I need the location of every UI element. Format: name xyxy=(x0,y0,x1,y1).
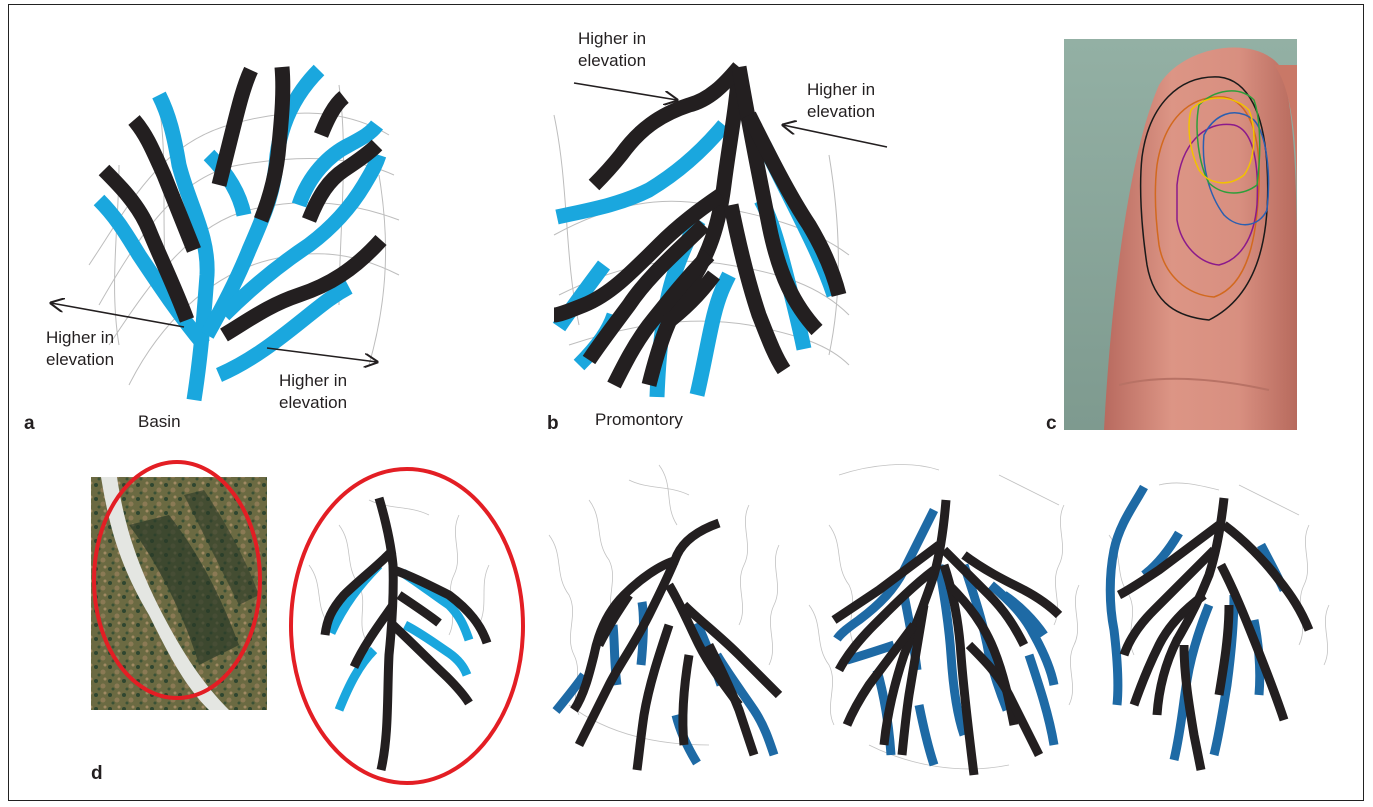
panel-d-traced-network-1 xyxy=(291,469,523,783)
figure-frame: Higher in elevation Higher in elevation … xyxy=(8,4,1364,801)
panel-b-left-arrow xyxy=(574,83,677,100)
panel-a-right-arrow-label-line1: Higher in xyxy=(279,371,347,390)
panel-b-left-arrow-label-line2: elevation xyxy=(578,51,646,70)
panel-d-traced-network-2 xyxy=(549,465,779,770)
panel-b-left-arrow-label-line1: Higher in xyxy=(578,29,646,48)
figure-drawing: Higher in elevation Higher in elevation … xyxy=(9,5,1365,802)
panel-a-left-arrow-label-line2: elevation xyxy=(46,350,114,369)
panel-a-right-arrow xyxy=(267,348,377,362)
panel-b-right-arrow-label-line1: Higher in xyxy=(807,80,875,99)
panel-c-fingertip-photo: c xyxy=(1046,39,1297,434)
panel-d-aerial-photo xyxy=(91,462,267,710)
panel-a-basin-diagram: Higher in elevation Higher in elevation … xyxy=(24,67,399,434)
panel-b-caption: Promontory xyxy=(595,410,683,429)
panel-d-terrain-series: d xyxy=(91,462,1329,784)
panel-a-left-arrow xyxy=(51,303,184,327)
panel-c-letter: c xyxy=(1046,413,1057,434)
panel-a-caption: Basin xyxy=(138,412,181,431)
panel-d-traced-network-4 xyxy=(1109,483,1329,770)
panel-a-right-arrow-label-line2: elevation xyxy=(279,393,347,412)
panel-d-traced-network-3 xyxy=(809,465,1079,775)
panel-b-right-arrow-label-line2: elevation xyxy=(807,102,875,121)
panel-a-letter: a xyxy=(24,413,35,434)
panel-b-letter: b xyxy=(547,413,559,434)
panel-b-promontory-diagram: Higher in elevation Higher in elevation … xyxy=(547,29,887,434)
panel-a-left-arrow-label-line1: Higher in xyxy=(46,328,114,347)
panel-b-right-arrow xyxy=(783,125,887,147)
panel-d-letter: d xyxy=(91,763,103,784)
